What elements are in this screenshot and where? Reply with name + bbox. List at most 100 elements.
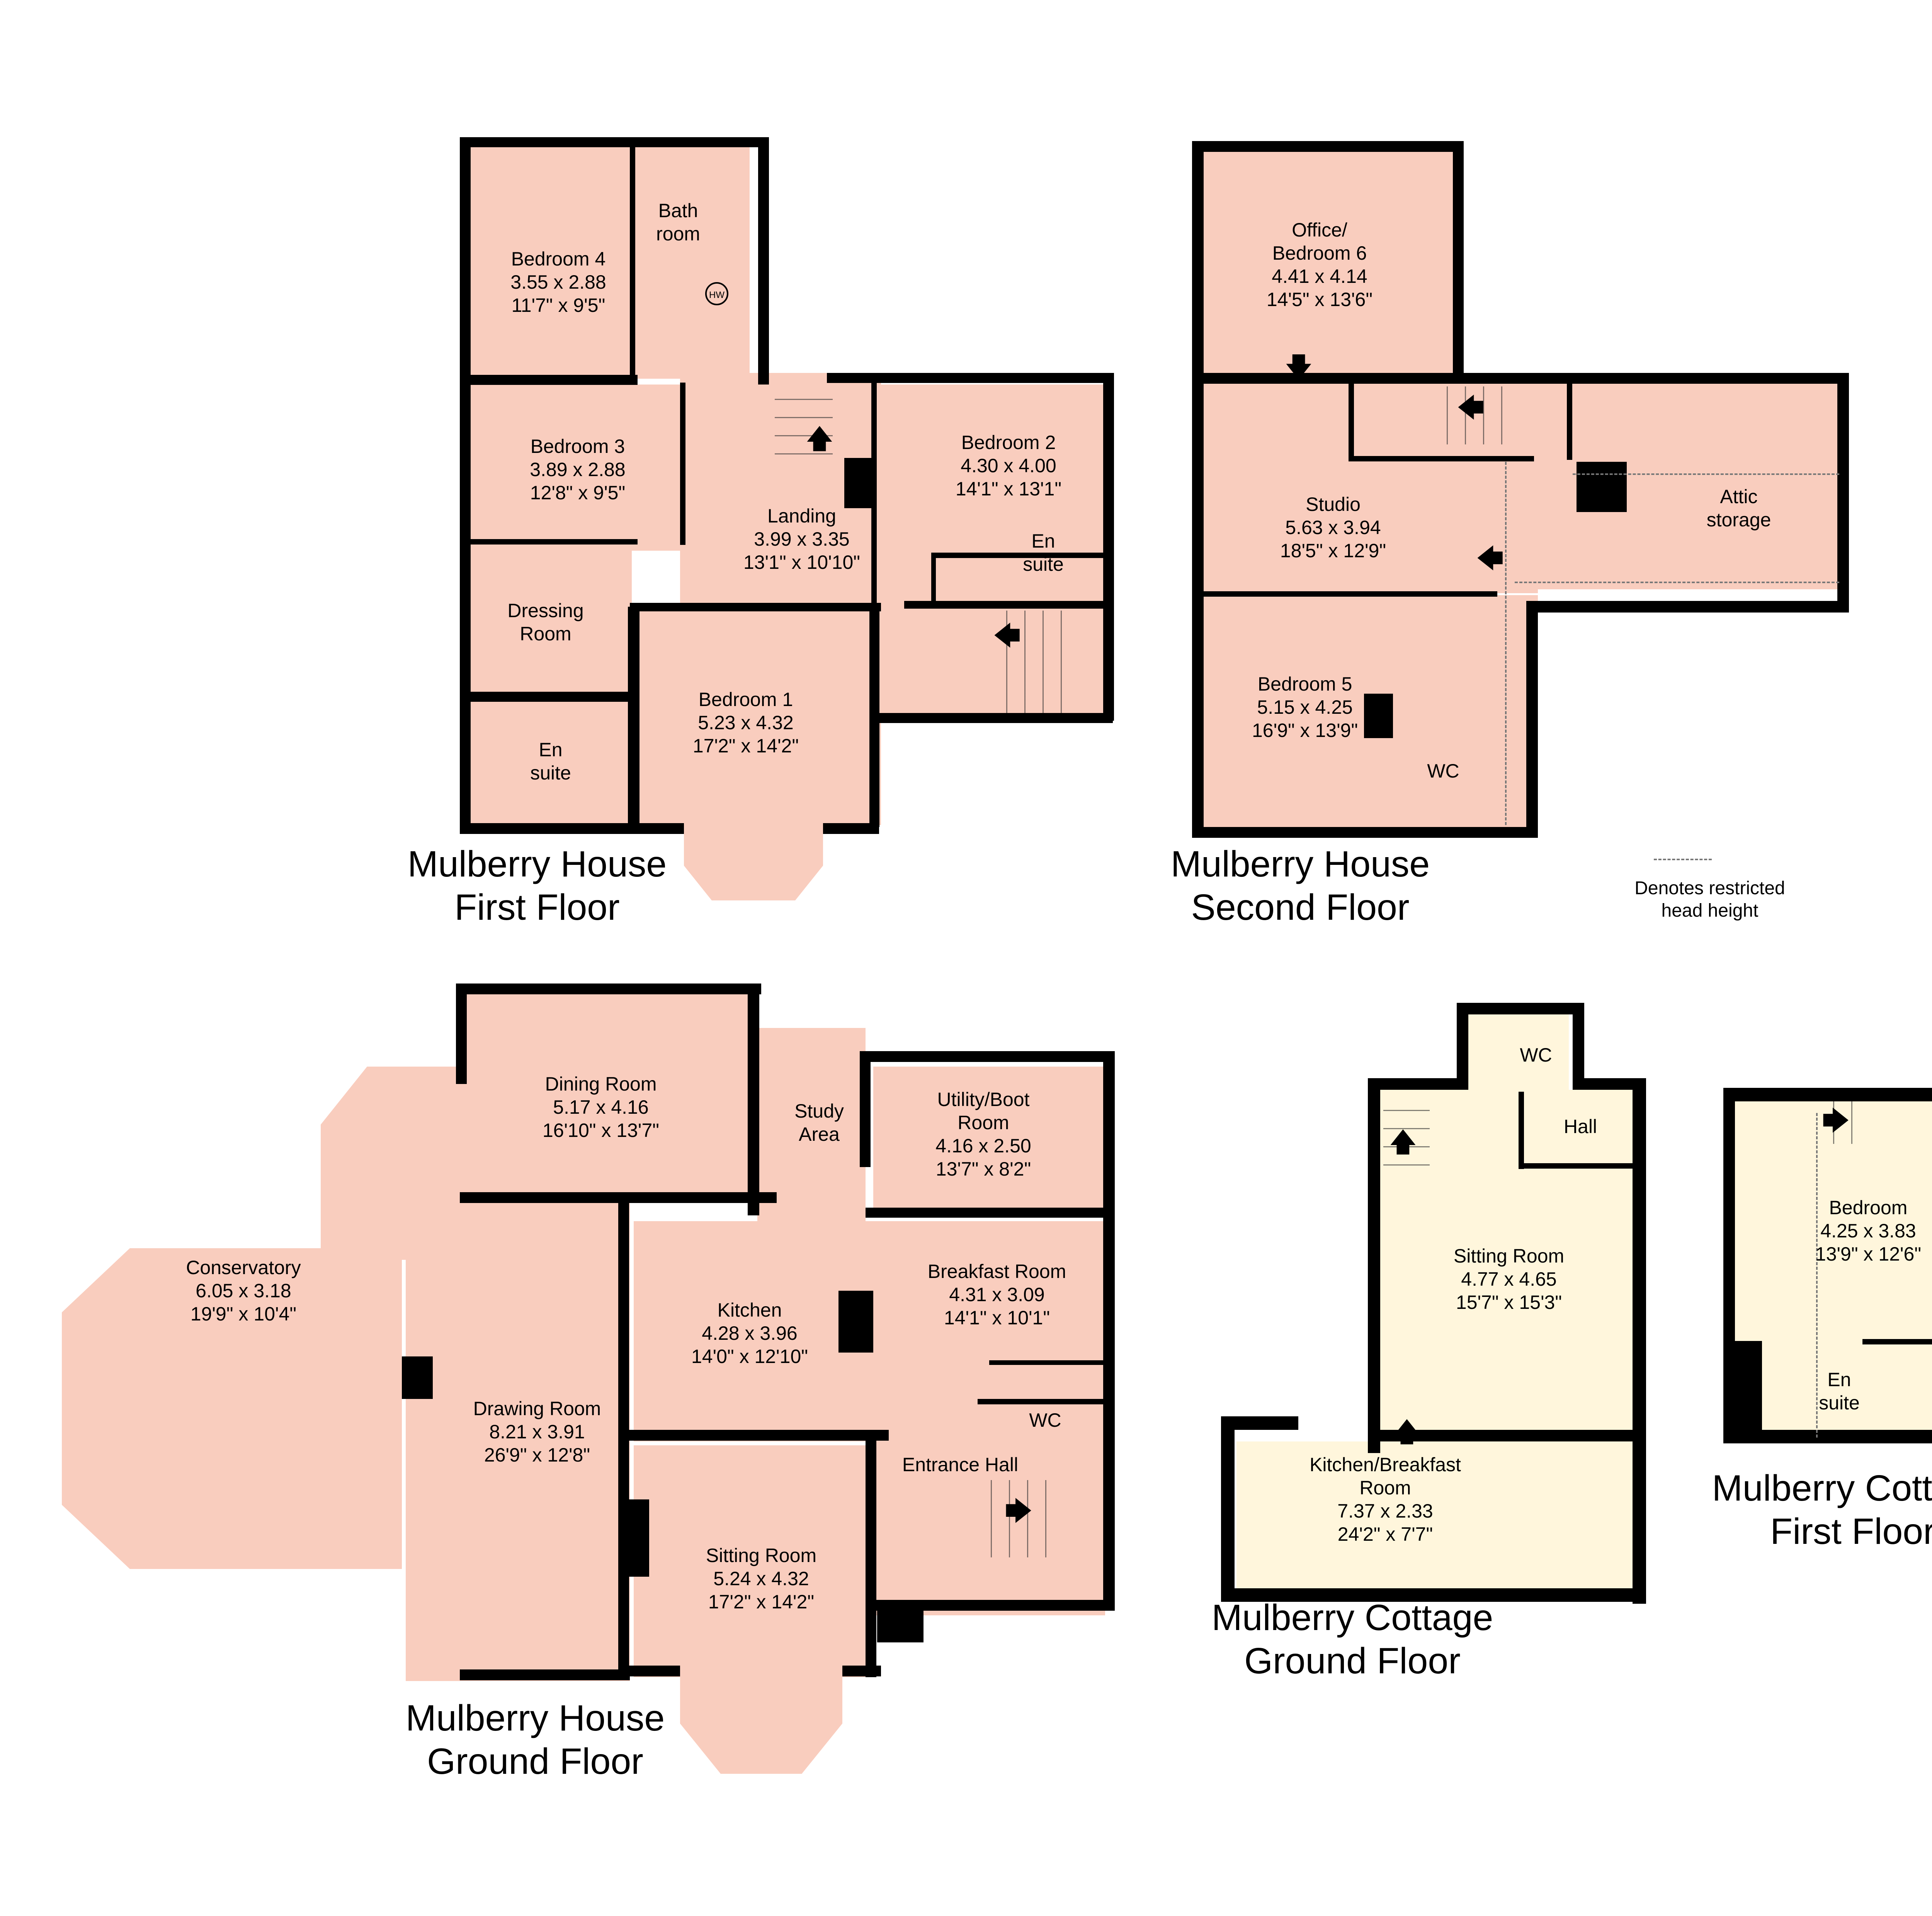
room-label-bedroom1: Bedroom 1 5.23 x 4.32 17'2" x 14'2" (692, 689, 799, 757)
floor-title-house-first: Mulberry House First Floor (407, 844, 667, 928)
wall (873, 713, 1113, 723)
room-label-ensuite2: En suite (1023, 530, 1064, 575)
kitchen-fill (634, 1221, 873, 1441)
wall (877, 1600, 923, 1642)
wall (460, 823, 684, 834)
bay-fill (684, 823, 823, 900)
stair-right-arrow-icon: 🡆 (1005, 1496, 1033, 1526)
room-label-wc: WC (1427, 760, 1459, 782)
cottage-wc-fill (1468, 1012, 1569, 1090)
wall (460, 137, 769, 147)
staircase (1430, 386, 1507, 444)
wall (1526, 601, 1849, 613)
floor-title-house-second: Mulberry House Second Floor (1170, 844, 1430, 928)
stair-right-arrow-icon: 🡆 (1822, 1106, 1850, 1136)
wall (1349, 456, 1534, 461)
door-up-arrow-icon: 🡅 (1393, 1417, 1421, 1447)
wall (827, 373, 1113, 383)
wall (1453, 141, 1464, 381)
wall (978, 1399, 1115, 1404)
wall (1192, 591, 1497, 597)
wall (460, 539, 638, 545)
floor-title-house-ground: Mulberry House Ground Floor (405, 1698, 665, 1782)
sitting-fill (634, 1445, 873, 1677)
staircase (775, 386, 833, 471)
room-label-office-bedroom6: Office/ Bedroom 6 4.41 x 4.14 14'5" x 13… (1266, 219, 1373, 310)
stair-up-arrow-icon: 🡅 (1389, 1127, 1417, 1157)
wall (1633, 1078, 1646, 1604)
restricted-head-height-line (1505, 462, 1507, 825)
wall (460, 137, 471, 833)
wall (758, 137, 769, 385)
room-label-entrance-hall: Entrance Hall (902, 1454, 1019, 1475)
cottage-kitchen-fill (1236, 1441, 1638, 1596)
restricted-line-sample (1654, 859, 1712, 860)
wall (1368, 1430, 1646, 1441)
wall (1368, 1078, 1380, 1453)
staircase (1816, 1101, 1866, 1144)
fireplace (402, 1356, 433, 1399)
fireplace (622, 1499, 649, 1577)
wall (618, 1430, 889, 1441)
wall (1526, 601, 1538, 837)
wall (1519, 1092, 1524, 1169)
room-label-sitting-room: Sitting Room 5.24 x 4.32 17'2" x 14'2" (706, 1545, 817, 1613)
wall (869, 611, 879, 827)
wall (931, 553, 936, 603)
wall (1731, 1341, 1762, 1438)
wall (460, 375, 638, 385)
room-label-bedroom2: Bedroom 2 4.30 x 4.00 14'1" x 13'1" (955, 432, 1062, 500)
room-label-wc: WC (1029, 1409, 1061, 1431)
wall (630, 603, 881, 611)
wall (1457, 1003, 1468, 1080)
wall (1192, 827, 1538, 838)
room-label-cottage-ensuite: En suite (1819, 1369, 1860, 1414)
wall (1457, 1003, 1584, 1014)
bedroom2-fill (877, 385, 1105, 605)
wall (628, 607, 639, 823)
stair-down-arrow-icon: 🡇 (1285, 352, 1313, 382)
room-label-utility-boot-room: Utility/Boot Room 4.16 x 2.50 13'7" x 8'… (935, 1089, 1031, 1180)
room-label-bathroom: Bath room (656, 200, 700, 245)
room-label-cottage-sitting-room: Sitting Room 4.77 x 4.65 15'7" x 15'3" (1453, 1245, 1565, 1313)
room-label-studio: Studio 5.63 x 3.94 18'5" x 12'9" (1280, 493, 1386, 562)
wall (866, 1438, 876, 1677)
sitting-bay-fill (680, 1673, 842, 1774)
room-label-study-area: Study Area (794, 1100, 844, 1145)
room-label-dressing-room: Dressing Room (507, 600, 584, 645)
stair-left-arrow-icon: 🡄 (993, 621, 1021, 651)
room-label-cottage-hall: Hall (1563, 1116, 1597, 1137)
room-label-cottage-kitchen: Kitchen/Breakfast Room 7.37 x 2.33 24'2"… (1310, 1454, 1461, 1545)
room-label-cottage-wc: WC (1520, 1044, 1552, 1066)
room-label-ensuite1: En suite (530, 739, 571, 784)
wall (1192, 373, 1849, 384)
chimney (1577, 462, 1627, 512)
wall (1221, 1416, 1235, 1602)
staircase (974, 1480, 1051, 1557)
stair-left-arrow-icon: 🡄 (1457, 393, 1485, 423)
wall (1192, 141, 1463, 152)
bathroom-fill (634, 141, 750, 379)
wall (630, 141, 635, 379)
wall (460, 692, 638, 702)
chimney (1364, 694, 1393, 738)
wall (1103, 1051, 1115, 1608)
room-label-conservatory: Conservatory 6.05 x 3.18 19'9" x 10'4" (186, 1257, 301, 1325)
wall (1573, 1003, 1584, 1080)
wall (1567, 383, 1572, 460)
wall (618, 1666, 680, 1676)
dressing-fill (469, 545, 632, 699)
restricted-head-height-line (1515, 582, 1839, 583)
wall (460, 1669, 630, 1680)
wall (860, 1051, 871, 1167)
utility-fill (873, 1067, 1105, 1213)
restricted-head-height-line (1573, 473, 1839, 475)
wall (860, 1051, 1115, 1062)
wall (1862, 1339, 1932, 1344)
restricted-legend-text: Denotes restricted head height (1634, 878, 1785, 921)
office-fill (1202, 147, 1453, 375)
chimney (844, 458, 873, 508)
floor-title-cottage-first: Mulberry Cottage First Floor (1712, 1468, 1932, 1552)
dining-fill (464, 989, 757, 1198)
wall (1368, 1078, 1468, 1090)
